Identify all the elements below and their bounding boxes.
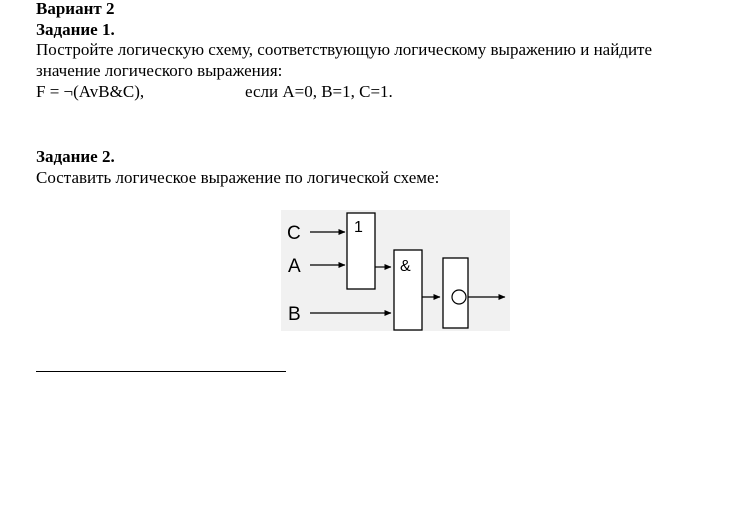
- input-label-a: A: [288, 256, 301, 277]
- input-label-b: B: [288, 304, 301, 325]
- not-gate-bubble: [451, 289, 467, 305]
- or-gate-label: 1: [354, 219, 363, 236]
- task1-title: Задание 1.: [36, 20, 115, 39]
- task1-body-line1: Постройте логическую схему, соответствую…: [36, 40, 653, 59]
- task1-condition: если А=0, В=1, С=1.: [245, 82, 393, 101]
- and-gate-label: &: [400, 258, 411, 275]
- variant-title: Вариант 2: [36, 0, 115, 18]
- task1-body-line2: значение логического выражения:: [36, 61, 283, 80]
- input-label-c: C: [287, 223, 301, 244]
- task2-body: Составить логическое выражение по логиче…: [36, 168, 440, 187]
- and-gate: [393, 249, 423, 331]
- logic-circuit-svg: C A B 1 &: [281, 210, 510, 331]
- or-gate: [346, 212, 376, 290]
- task2-title: Задание 2.: [36, 147, 115, 166]
- logic-circuit-diagram: C A B 1 &: [281, 210, 510, 331]
- task1-formula-line: F = ¬(AvB&C), если А=0, В=1, С=1.: [36, 82, 393, 102]
- answer-blank-line: [36, 371, 286, 372]
- task1-formula: F = ¬(AvB&C),: [36, 82, 145, 101]
